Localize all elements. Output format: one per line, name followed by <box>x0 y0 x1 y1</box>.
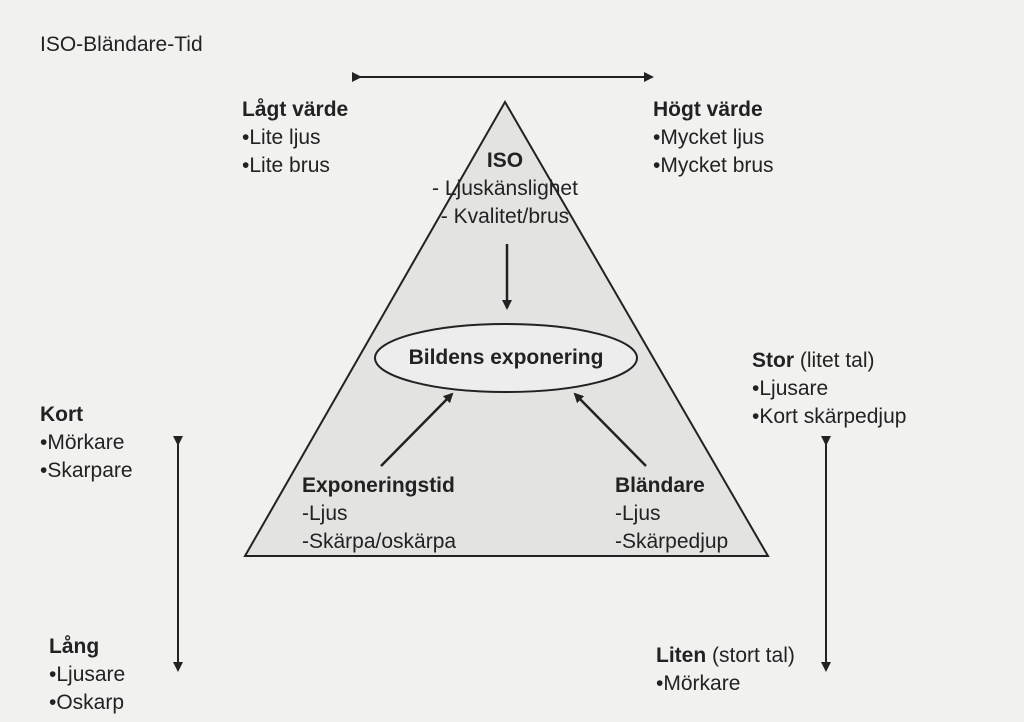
high-value-item: •Mycket brus <box>653 154 774 177</box>
aperture-item: -Ljus <box>615 502 661 525</box>
aperture-heading: Bländare <box>615 474 705 497</box>
small-aperture-note: (stort tal) <box>712 644 795 667</box>
exposure-time-item: -Ljus <box>302 502 348 525</box>
iso-item: - Ljuskänslighet <box>432 177 578 200</box>
long-time-block: Lång •Ljusare •Oskarp <box>49 633 125 717</box>
high-value-heading: Högt värde <box>653 98 763 121</box>
short-time-heading: Kort <box>40 403 84 426</box>
low-value-heading: Lågt värde <box>242 98 349 121</box>
iso-item: - Kvalitet/brus <box>440 205 570 228</box>
large-aperture-note: (litet tal) <box>799 349 875 372</box>
page-title: ISO-Bländare-Tid <box>40 33 203 56</box>
low-value-item: •Lite ljus <box>242 126 321 149</box>
short-time-item: •Skarpare <box>40 459 133 482</box>
long-time-heading: Lång <box>49 635 100 658</box>
long-time-item: •Ljusare <box>49 663 126 686</box>
exposure-label: Bildens exponering <box>408 346 604 369</box>
aperture-to-exposure-arrow <box>573 392 647 467</box>
exposure-ellipse <box>374 323 638 393</box>
high-value-block: Högt värde •Mycket ljus •Mycket brus <box>653 96 774 180</box>
large-aperture-block: Stor (litet tal) •Ljusare •Kort skärpedj… <box>752 347 906 431</box>
small-aperture-item: •Mörkare <box>656 672 741 695</box>
exposure-time-to-exposure-arrow <box>380 392 454 467</box>
large-aperture-item: •Kort skärpedjup <box>752 405 907 428</box>
short-time-item: •Mörkare <box>40 431 125 454</box>
exposure-time-item: -Skärpa/oskärpa <box>302 530 457 553</box>
iso-block: ISO - Ljuskänslighet - Kvalitet/brus <box>405 147 605 231</box>
small-aperture-heading: Liten <box>656 644 707 667</box>
large-aperture-heading: Stor <box>752 349 794 372</box>
iso-heading: ISO <box>486 149 524 172</box>
long-time-item: •Oskarp <box>49 691 125 714</box>
aperture-block: Bländare -Ljus -Skärpedjup <box>615 472 728 556</box>
small-aperture-block: Liten (stort tal) •Mörkare <box>656 642 795 698</box>
large-aperture-item: •Ljusare <box>752 377 829 400</box>
low-value-item: •Lite brus <box>242 154 330 177</box>
exposure-time-block: Exponeringstid -Ljus -Skärpa/oskärpa <box>302 472 456 556</box>
low-value-block: Lågt värde •Lite ljus •Lite brus <box>242 96 348 180</box>
short-time-block: Kort •Mörkare •Skarpare <box>40 401 133 485</box>
high-value-item: •Mycket ljus <box>653 126 765 149</box>
aperture-item: -Skärpedjup <box>615 530 729 553</box>
exposure-time-heading: Exponeringstid <box>302 474 455 497</box>
